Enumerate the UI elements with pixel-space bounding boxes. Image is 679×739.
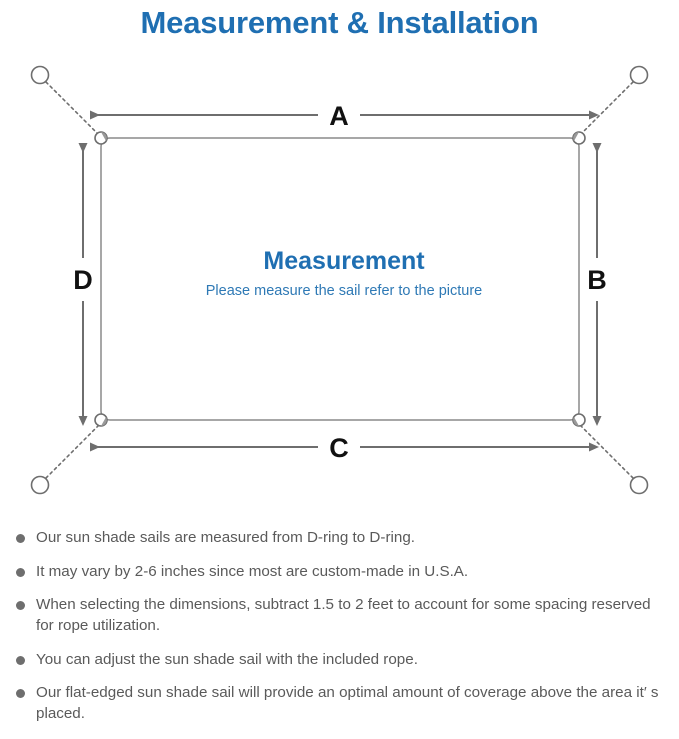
bullet-icon xyxy=(16,534,25,543)
rope-top-right xyxy=(579,81,634,136)
note-text: It may vary by 2-6 inches since most are… xyxy=(36,562,469,580)
note-text: Our flat-edged sun shade sail will provi… xyxy=(36,684,659,723)
list-item: When selecting the dimensions, subtract … xyxy=(14,595,665,636)
d-ring-top-left-tab xyxy=(101,132,107,141)
anchor-point-bottom-right xyxy=(629,475,649,495)
rope-bottom-right xyxy=(579,424,634,479)
list-item: You can adjust the sun shade sail with t… xyxy=(14,650,665,671)
bullet-icon xyxy=(16,567,25,577)
d-ring-bottom-left-tab xyxy=(101,417,107,426)
d-ring-top-right-tab xyxy=(573,132,579,141)
anchor-point-bottom-left xyxy=(30,475,50,495)
bullet-icon xyxy=(16,689,25,699)
d-ring-bottom-right-tab xyxy=(573,417,579,426)
list-item: Our sun shade sails are measured from D-… xyxy=(14,528,665,549)
sail-center-title: Measurement xyxy=(263,247,425,275)
page-title: Measurement & Installation xyxy=(140,5,539,40)
list-item: It may vary by 2-6 inches since most are… xyxy=(14,562,665,583)
note-text: You can adjust the sun shade sail with t… xyxy=(36,650,418,668)
anchor-point-top-left xyxy=(30,65,50,85)
note-text: Our sun shade sails are measured from D-… xyxy=(36,529,415,546)
sail-rectangle xyxy=(100,137,580,421)
notes-list: Our sun shade sails are measured from D-… xyxy=(0,522,679,739)
dimension-label-a: A xyxy=(329,101,349,131)
anchor-point-top-right xyxy=(629,65,649,85)
bullet-icon xyxy=(16,601,25,611)
measurement-diagram: A C D B Measurement Please measure the s… xyxy=(0,46,679,522)
note-text: When selecting the dimensions, subtract … xyxy=(36,596,651,635)
sail-center-subtitle: Please measure the sail refer to the pic… xyxy=(206,283,482,299)
rope-bottom-left xyxy=(45,424,100,479)
dimension-label-c: C xyxy=(329,433,349,463)
bullet-icon xyxy=(16,655,25,665)
dimension-label-d: D xyxy=(73,265,93,295)
rope-top-left xyxy=(45,81,100,136)
dimension-label-b: B xyxy=(587,265,607,295)
list-item: Our flat-edged sun shade sail will provi… xyxy=(14,683,665,724)
